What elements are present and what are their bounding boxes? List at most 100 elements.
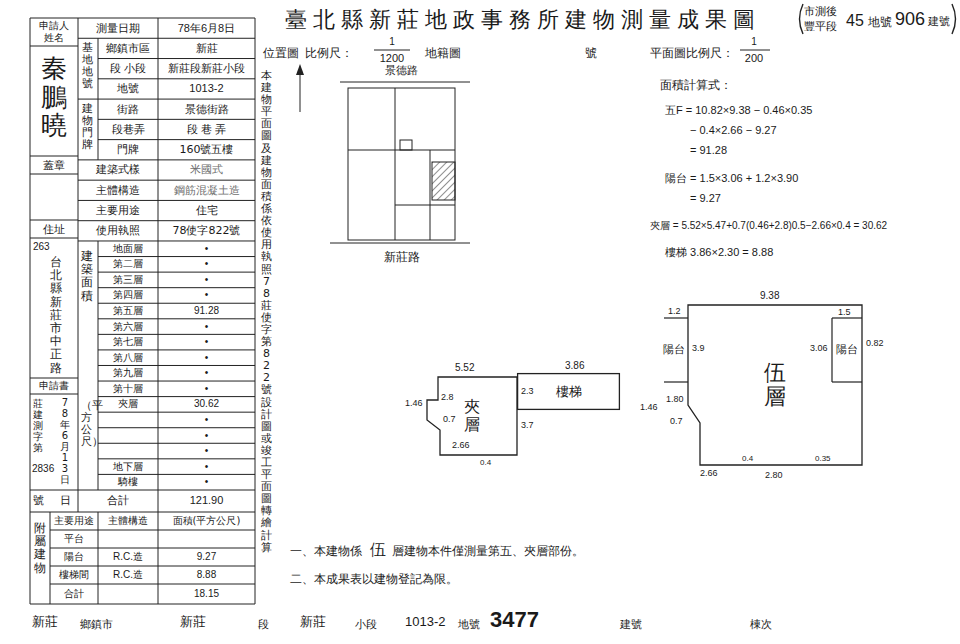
form-text: 78使字822號 (158, 224, 255, 237)
form-text: 建築面積 (81, 250, 93, 303)
form-text: = 9.27 (690, 192, 721, 205)
form-text: • (158, 461, 255, 473)
form-text: 8.88 (158, 569, 255, 581)
form-text: • (158, 414, 255, 426)
form-text: 新莊 (158, 42, 255, 55)
table-rule (78, 38, 255, 39)
form-text: = 91.28 (690, 144, 727, 157)
form-text: 0.82 (866, 338, 884, 349)
form-text: 91.28 (158, 305, 255, 317)
area-outline (688, 305, 862, 465)
table-rule (50, 530, 255, 531)
form-text: 2.80 (765, 470, 783, 481)
form-text: 建號 (620, 618, 642, 631)
form-text: • (158, 476, 255, 488)
form-text: 地面層 (98, 243, 158, 255)
form-text: 1200 (372, 52, 412, 65)
table-rule (98, 458, 255, 459)
form-text: • (158, 274, 255, 286)
bracket (800, 4, 804, 34)
table-rule (30, 394, 78, 395)
form-text: 0.4 (480, 458, 491, 468)
form-text: 新莊 (300, 614, 326, 630)
form-text: 景德街路 (158, 103, 255, 116)
balcony-walls (664, 318, 862, 382)
form-text: 3.9 (692, 343, 705, 354)
form-text: 9.27 (158, 551, 255, 563)
table-rule (78, 18, 79, 512)
form-text: 3.86 (565, 360, 584, 372)
floor-plan-area: 夾層 (427, 377, 517, 455)
form-text: 78年6月8日 (158, 22, 255, 35)
table-rule (98, 303, 255, 304)
form-text: 樓梯 3.86×2.30 = 8.88 (665, 246, 773, 259)
form-text: 申請人姓名 (37, 20, 71, 44)
form-text: 新莊段新莊小段 (158, 62, 255, 75)
form-text: 2836 (32, 463, 54, 475)
floor-plan-area: 伍層 (688, 305, 862, 465)
area-outline (427, 377, 517, 455)
table-rule (78, 180, 255, 181)
form-text: 伍 (370, 540, 386, 559)
table-rule (30, 156, 78, 157)
table-rule (255, 18, 256, 604)
form-text: 3.7 (521, 420, 534, 431)
table-rule (98, 512, 99, 604)
table-rule (78, 200, 255, 201)
location-map (330, 82, 470, 243)
table-rule (30, 18, 255, 19)
form-text: 0.7 (670, 416, 683, 427)
form-text: 二、本成果表以建物登記為限。 (290, 572, 458, 586)
form-text: 夾層 (98, 398, 158, 410)
form-text: R.C.造 (98, 551, 158, 563)
form-text: 面積計算式： (660, 78, 732, 92)
form-text: 1.46 (405, 398, 423, 409)
form-text: 段巷弄 (98, 123, 158, 136)
form-text: 建築式樣 (78, 163, 158, 176)
form-text: （平方公尺） (81, 400, 92, 448)
table-rule (78, 490, 255, 491)
form-text: 第二層 (98, 258, 158, 270)
form-text: 面積(平方公尺) (158, 515, 255, 527)
table-rule (98, 349, 255, 350)
form-text: 米國式 (158, 163, 255, 176)
form-text: 1 (736, 36, 772, 48)
form-text: 段 (258, 618, 269, 631)
table-rules (30, 18, 255, 604)
area-name: 夾層 (464, 398, 480, 433)
table-rule (98, 381, 255, 382)
form-text: • (158, 383, 255, 395)
form-text: 2.66 (700, 468, 718, 479)
table-rule (50, 548, 255, 549)
form-text: 263 (33, 241, 50, 253)
form-text: 主要用途 (78, 204, 158, 217)
form-text: 本建物平面圖及建物面積係依使用執照78莊使字第822號設計圖或竣工平面圖轉繪計算 (261, 70, 272, 554)
table-rule (78, 159, 255, 160)
form-text: 平台 (50, 533, 98, 545)
form-text: 莊建測字第 (33, 398, 43, 453)
table-rule (30, 46, 78, 47)
fraction-bar (740, 50, 770, 51)
form-text: 2.8 (441, 392, 454, 403)
form-text: 建物門牌 (82, 103, 93, 151)
form-text: • (158, 367, 255, 379)
form-text: 第三層 (98, 274, 158, 286)
table-rule (98, 139, 255, 140)
form-text: • (158, 289, 255, 301)
form-text: 1013-2 (158, 82, 255, 95)
form-text: 樓梯間 (50, 569, 98, 581)
form-text: 2.66 (452, 440, 470, 451)
form-text: 地下層 (98, 461, 158, 473)
north-arrow (296, 64, 304, 75)
form-text: 申請書 (30, 380, 78, 392)
form-text: 建號 (928, 15, 950, 28)
form-text: 秦鵬曉 (41, 54, 67, 140)
table-rule (98, 272, 255, 273)
table-rule (30, 18, 31, 604)
table-rule (30, 604, 255, 605)
table-rule (98, 443, 255, 444)
table-rule (98, 256, 255, 257)
form-text: • (158, 352, 255, 364)
north-arrow (300, 74, 301, 112)
form-text: 地號 (98, 82, 158, 95)
